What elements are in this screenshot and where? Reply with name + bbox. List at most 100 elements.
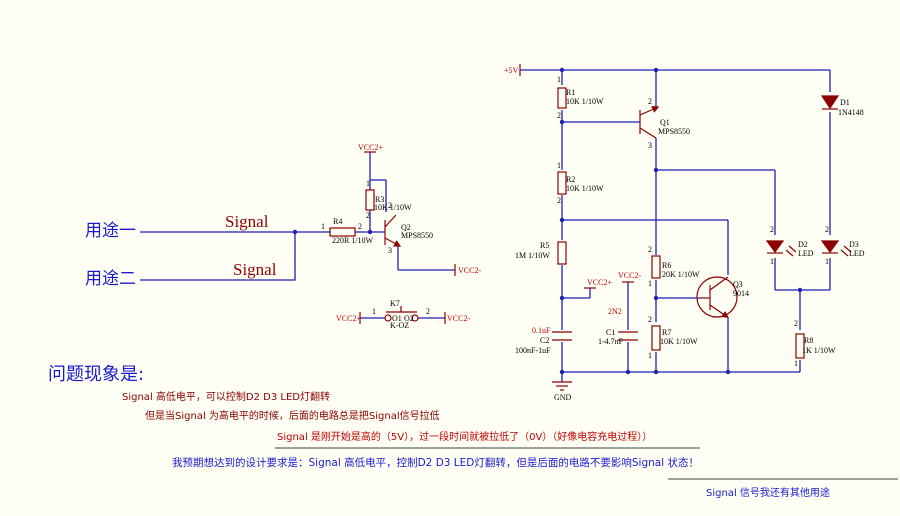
r8-resistor-icon (795, 333, 805, 359)
d3-pin1-label: 1 (825, 257, 829, 266)
r3-value-label: 10K 1/10W (374, 203, 412, 212)
d3-ref-label: D3 (849, 240, 859, 249)
q1-pin3-label: 3 (648, 141, 652, 150)
r5-resistor-icon (557, 241, 567, 265)
r6-resistor-icon (651, 255, 661, 279)
c1-ref-label: C1 (606, 328, 615, 337)
r2-pin1-label: 1 (557, 161, 561, 170)
k7-right-net-label: VCC2- (447, 314, 470, 323)
d1-ref-label: D1 (840, 98, 850, 107)
r2-ref-label: R2 (566, 175, 575, 184)
problem-line-1: Signal 高低电平，可以控制D2 D3 LED灯翻转 (122, 390, 330, 403)
r7-pin1-label: 1 (648, 351, 652, 360)
r4-ref-label: R4 (333, 217, 342, 226)
r7-value-label: 10K 1/10W (660, 337, 698, 346)
r6-pin1-label: 1 (648, 279, 652, 288)
r3-resistor-icon (365, 189, 375, 211)
r2-pin2-label: 2 (557, 196, 561, 205)
r3-pin2-label: 2 (366, 211, 370, 220)
problem-line-2: 但是当Signal 为高电平的时候，后面的电路总是把Signal信号拉低 (145, 409, 440, 422)
r6-value-label: 20K 1/10W (662, 270, 700, 279)
r4-value-label: 220R 1/10W (332, 236, 374, 245)
use-one-label: 用途一 (85, 221, 136, 241)
gnd-label: GND (554, 393, 572, 402)
signal-one-label: Signal (225, 212, 269, 231)
vcc2-mid-label: VCC2+ (587, 278, 612, 287)
pin-numbers: 1 2 1 2 2 3 1 2 1 2 2 3 1 2 2 1 2 1 2 1 … (321, 75, 829, 368)
supply-5v-label: +5V (504, 66, 519, 75)
d3-part-label: LED (849, 249, 865, 258)
r7-resistor-icon (651, 325, 661, 351)
d1-diode-icon (820, 95, 840, 110)
signal-two-label: Signal (233, 260, 277, 279)
r6-ref-label: R6 (662, 261, 671, 270)
d3-pin2-label: 2 (825, 225, 829, 234)
q3-transistor-icon (696, 276, 738, 318)
r4-pin1-label: 1 (321, 222, 325, 231)
r3-ref-label: R3 (375, 195, 384, 204)
r8-value-label: 1K 1/10W (802, 346, 836, 355)
r1-value-label: 10K 1/10W (566, 97, 604, 106)
k7-ref-label: K7 (390, 299, 400, 308)
r2-resistor-icon (557, 171, 567, 195)
r2-value-label: 10K 1/10W (566, 184, 604, 193)
expectation-text: 我预期想达到的设计要求是：Signal 高低电平，控制D2 D3 LED灯翻转，… (172, 456, 699, 469)
footer-note: Signal 信号我还有其他用途 (706, 486, 830, 499)
k7-pin1-label: 1 (372, 307, 376, 316)
d2-part-label: LED (798, 249, 814, 258)
vcc2-c1-label: VCC2- (618, 271, 641, 280)
r5-ref-label: R5 (540, 241, 549, 250)
k7-name-label: K-OZ (390, 321, 409, 330)
r1-ref-label: R1 (566, 88, 575, 97)
q2-pin3-label: 3 (388, 246, 392, 255)
k7-pin2-name-label: O2 (404, 314, 414, 323)
r3-pin1-label: 1 (366, 179, 370, 188)
k7-left-net-label: VCC2+ (336, 314, 361, 323)
k7-pin2-label: 2 (426, 307, 430, 316)
q2-pin2-label: 2 (388, 201, 392, 210)
r5-value-label: 1M 1/10W (515, 251, 550, 260)
q3-part-label: 9014 (733, 289, 749, 298)
r4-pin2-label: 2 (358, 222, 362, 231)
use-two-label: 用途二 (85, 269, 136, 289)
k7-contact-right-icon (411, 314, 419, 322)
r6-pin2-label: 2 (648, 245, 652, 254)
r4-resistor-icon (329, 227, 356, 237)
problem-line-3: Signal 是刚开始是高的（5V），过一段时间就被拉低了（0V）（好像电容充电… (277, 430, 652, 443)
q3-ref-label: Q3 (733, 280, 743, 289)
q1-ref-label: Q1 (660, 118, 670, 127)
r1-pin2-label: 2 (557, 111, 561, 120)
r7-ref-label: R7 (662, 328, 671, 337)
q1-pin2-label: 2 (648, 97, 652, 106)
c2-extra-label: 0.1uF (532, 326, 551, 335)
d2-pin1-label: 1 (770, 257, 774, 266)
c1-extra-label: 2N2 (608, 307, 622, 316)
q2-part-label: MPS8550 (401, 231, 433, 240)
q1-part-label: MPS8550 (658, 127, 690, 136)
r8-ref-label: R8 (804, 336, 813, 345)
wire-signal-two (140, 232, 296, 281)
junctions (292, 67, 803, 375)
r1-pin1-label: 1 (557, 75, 561, 84)
d2-ref-label: D2 (798, 240, 808, 249)
c1-value-label: 1-4.7nF (598, 337, 624, 346)
wires (140, 69, 831, 382)
d1-part-label: 1N4148 (838, 108, 864, 117)
vcc2-top-label: VCC2+ (358, 143, 383, 152)
components (329, 64, 852, 391)
q2-ref-label: Q2 (401, 223, 411, 232)
d3-led-icon (820, 240, 840, 254)
r8-pin2-label: 2 (794, 319, 798, 328)
k7-contact-left-icon (384, 314, 392, 322)
d2-led-icon (765, 240, 785, 254)
q2-emitter-net-label: VCC2- (458, 266, 481, 275)
c2-value-label: 100nF-1uF (515, 346, 551, 355)
r8-pin1-label: 1 (794, 359, 798, 368)
problem-title: 问题现象是: (48, 364, 144, 385)
d2-pin2-label: 2 (770, 225, 774, 234)
c2-ref-label: C2 (540, 336, 549, 345)
r7-pin2-label: 2 (648, 315, 652, 324)
k7-pin1-name-label: O1 (392, 314, 402, 323)
r1-resistor-icon (557, 87, 567, 109)
